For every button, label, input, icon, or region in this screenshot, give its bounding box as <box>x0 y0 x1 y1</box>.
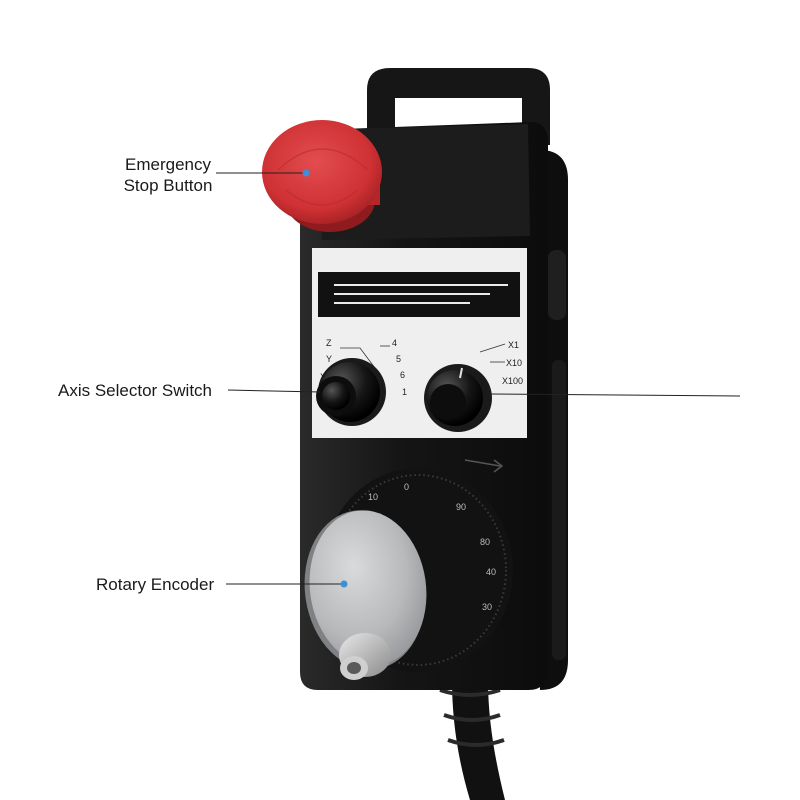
multiplier-label-x10: X10 <box>506 358 522 368</box>
callout-emergency-stop-line2: Stop Button <box>123 176 213 195</box>
label-panel <box>312 248 527 438</box>
step-label-6: 6 <box>400 370 405 380</box>
callout-pointers <box>216 169 741 588</box>
cable <box>439 680 505 800</box>
dial-number-40: 40 <box>486 567 496 577</box>
step-label-5: 5 <box>396 354 401 364</box>
multiplier-label-x1: X1 <box>508 340 519 350</box>
callout-emergency-stop-line1: Emergency <box>125 155 211 174</box>
step-label-1: 1 <box>402 387 407 397</box>
encoder-pointer-dot <box>340 580 348 588</box>
dial-number-80: 80 <box>480 537 490 547</box>
rotary-encoder-wheel[interactable] <box>294 502 436 677</box>
dial-number-90: 90 <box>456 502 466 512</box>
carry-handle <box>367 68 550 145</box>
axis-selector-knob[interactable] <box>316 358 386 426</box>
step-label-4: 4 <box>392 338 397 348</box>
dial-number-30: 30 <box>482 602 492 612</box>
axis-label-z: Z <box>326 338 332 348</box>
dial-number-10: 10 <box>368 492 378 502</box>
axis-label-y: Y <box>326 354 332 364</box>
emergency-stop-button[interactable] <box>262 120 382 232</box>
dial-number-0: 0 <box>404 482 409 492</box>
multiplier-knob[interactable] <box>424 364 492 432</box>
callout-rotary-encoder: Rotary Encoder <box>96 575 215 594</box>
callout-emergency-stop: Emergency Stop Button <box>118 154 218 196</box>
direction-arrow-marking <box>464 459 504 473</box>
estop-pointer-dot <box>302 169 310 177</box>
callout-axis-selector: Axis Selector Switch <box>58 381 212 400</box>
multiplier-label-x100: X100 <box>502 376 523 386</box>
crank-handle[interactable] <box>339 633 391 680</box>
